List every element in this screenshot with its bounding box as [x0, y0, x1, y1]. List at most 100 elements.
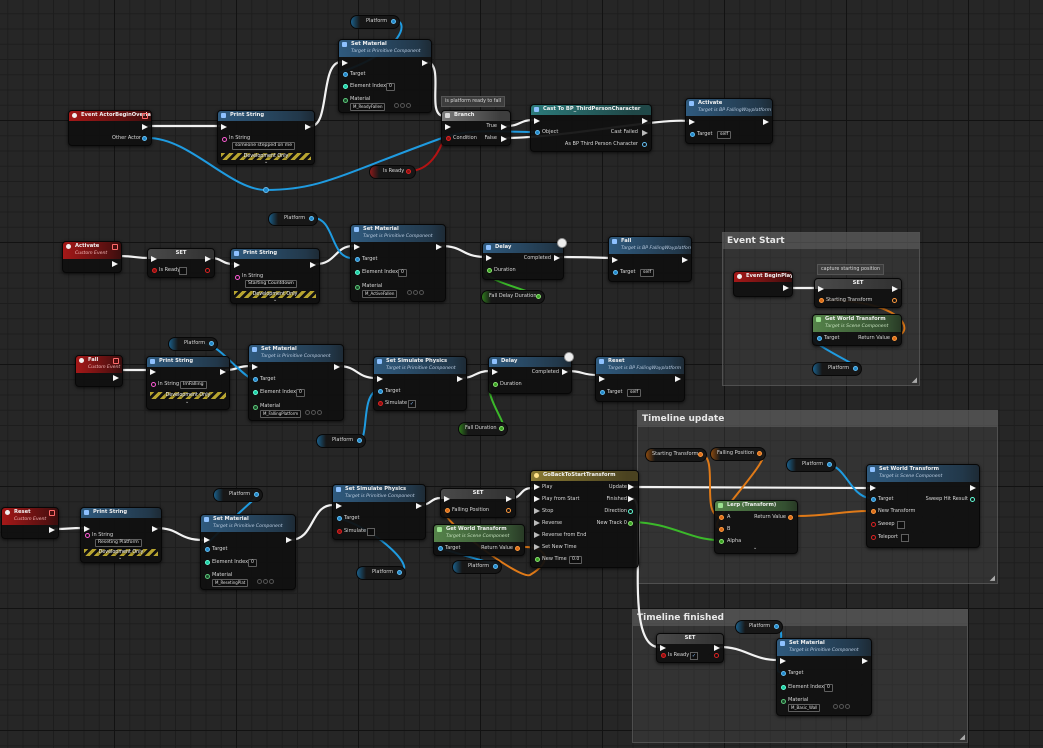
exec-out-pin[interactable]	[682, 257, 688, 263]
set-material-node[interactable]: Set Material Target is Primitive Compone…	[248, 344, 344, 421]
exec-in-pin[interactable]	[204, 537, 210, 543]
completed-exec-pin[interactable]	[554, 255, 560, 261]
platform-variable[interactable]: Platform	[812, 362, 862, 376]
exec-out-pin[interactable]	[112, 261, 118, 267]
material-pin[interactable]	[355, 285, 360, 290]
element-index-field[interactable]: 0	[398, 269, 407, 277]
event-actor-begin-overlap-node[interactable]: Event ActorBeginOverlap Other Actor	[68, 110, 152, 146]
print-string-node[interactable]: Print String In String someone stepped o…	[217, 110, 315, 165]
target-pin[interactable]	[253, 377, 258, 382]
material-dropdown[interactable]: M_ResetingPlat	[212, 579, 249, 587]
update-pin[interactable]	[628, 484, 634, 490]
exec-out-pin[interactable]	[334, 364, 340, 370]
is-ready-out-pin[interactable]	[205, 268, 210, 273]
a-pin[interactable]	[719, 515, 724, 520]
delegate-pin[interactable]	[49, 510, 55, 516]
exec-out-pin[interactable]	[416, 503, 422, 509]
target-self-field[interactable]: self	[717, 131, 732, 139]
target-pin[interactable]	[817, 336, 822, 341]
set-starting-transform-node[interactable]: SET Starting Transform	[814, 278, 902, 308]
return-value-pin[interactable]	[515, 546, 520, 551]
falling-position-variable[interactable]: Falling Position	[710, 447, 766, 461]
teleport-checkbox[interactable]	[901, 534, 909, 542]
output-pin[interactable]	[698, 452, 703, 457]
direction-pin[interactable]	[628, 509, 633, 514]
timeline-node[interactable]: GoBackToStartTransform Play Play from St…	[530, 470, 639, 568]
platform-variable[interactable]: Platform	[452, 560, 502, 574]
material-dropdown[interactable]: M_ReadyFallen	[350, 103, 386, 111]
target-self-field[interactable]: self	[627, 389, 642, 397]
exec-out-pin[interactable]	[506, 496, 512, 502]
is-ready-variable[interactable]: Is Ready	[369, 165, 416, 179]
exec-out-pin[interactable]	[113, 375, 119, 381]
duration-pin[interactable]	[487, 268, 492, 273]
set-simulate-physics-node[interactable]: Set Simulate Physics Target is Primitive…	[373, 356, 467, 411]
set-simulate-physics-node[interactable]: Set Simulate Physics Target is Primitive…	[332, 484, 426, 540]
lerp-transform-node[interactable]: Lerp (Transform) A Return Value B Alpha …	[714, 500, 798, 554]
alpha-pin[interactable]	[719, 539, 724, 544]
in-string-field[interactable]: Reseting Platform	[95, 539, 142, 547]
material-dropdown[interactable]: M_ActiveFallen	[362, 290, 398, 298]
resize-handle-icon[interactable]: ◢	[959, 733, 965, 741]
in-string-field[interactable]: ImFalling	[180, 381, 207, 389]
is-ready-pin[interactable]	[152, 268, 157, 273]
output-pin[interactable]	[757, 451, 762, 456]
target-pin[interactable]	[613, 270, 618, 275]
exec-out-pin[interactable]	[49, 527, 55, 533]
exec-in-pin[interactable]	[252, 364, 258, 370]
reset-call-node[interactable]: Reset Target is BP FallingWayplatform Ta…	[595, 356, 685, 402]
element-index-pin[interactable]	[253, 390, 258, 395]
cast-to-third-person-node[interactable]: Cast To BP_ThirdPersonCharacter Object C…	[530, 104, 652, 152]
in-string-pin[interactable]	[85, 533, 90, 538]
sweep-hit-pin[interactable]	[970, 497, 975, 502]
exec-in-pin[interactable]	[151, 256, 157, 262]
delay-node[interactable]: Delay Completed Duration	[488, 356, 572, 394]
element-index-field[interactable]: 0	[296, 389, 305, 397]
sweep-checkbox[interactable]	[897, 521, 905, 529]
target-pin[interactable]	[690, 132, 695, 137]
return-value-pin[interactable]	[788, 515, 793, 520]
output-pin[interactable]	[391, 19, 396, 24]
exec-out-pin[interactable]	[422, 60, 428, 66]
set-material-node[interactable]: Set Material Target is Primitive Compone…	[776, 638, 872, 716]
exec-out-pin[interactable]	[675, 376, 681, 382]
material-browse-icons[interactable]	[833, 704, 850, 709]
in-string-field[interactable]: Starting Countdown	[245, 280, 297, 288]
exec-out-pin[interactable]	[220, 369, 226, 375]
expand-chevron-icon[interactable]: ⌄	[753, 545, 758, 551]
exec-out-pin[interactable]	[970, 485, 976, 491]
fall-duration-variable[interactable]: Fall Duration	[458, 422, 508, 436]
b-pin[interactable]	[719, 527, 724, 532]
in-string-pin[interactable]	[235, 275, 240, 280]
delegate-pin[interactable]	[112, 244, 118, 250]
exec-in-pin[interactable]	[612, 257, 618, 263]
expand-chevron-icon[interactable]: ⌄	[264, 159, 269, 165]
material-browse-icons[interactable]	[394, 103, 411, 108]
object-pin[interactable]	[535, 130, 540, 135]
exec-out-pin[interactable]	[642, 118, 648, 124]
condition-pin[interactable]	[446, 136, 451, 141]
new-time-pin[interactable]	[535, 557, 540, 562]
exec-in-pin[interactable]	[492, 369, 498, 375]
exec-in-pin[interactable]	[354, 244, 360, 250]
return-value-pin[interactable]	[892, 336, 897, 341]
simulate-pin[interactable]	[337, 529, 342, 534]
false-exec-pin[interactable]	[501, 136, 507, 142]
exec-in-pin[interactable]	[336, 503, 342, 509]
in-string-pin[interactable]	[151, 382, 156, 387]
output-pin[interactable]	[536, 294, 541, 299]
target-pin[interactable]	[600, 390, 605, 395]
element-index-field[interactable]: 0	[824, 684, 833, 692]
is-ready-checkbox[interactable]: ✓	[690, 652, 698, 660]
set-world-transform-node[interactable]: Set World Transform Target is Scene Comp…	[866, 464, 980, 548]
target-pin[interactable]	[337, 516, 342, 521]
output-pin[interactable]	[774, 624, 779, 629]
material-dropdown[interactable]: M_Basic_Wall	[788, 704, 821, 712]
exec-in-pin[interactable]	[377, 376, 383, 382]
exec-in-pin[interactable]	[870, 485, 876, 491]
material-pin[interactable]	[343, 98, 348, 103]
as-character-pin[interactable]	[642, 142, 647, 147]
is-ready-checkbox[interactable]	[179, 267, 187, 275]
platform-variable[interactable]: Platform	[735, 620, 783, 634]
print-string-node[interactable]: Print String In String ImFalling Develop…	[146, 356, 230, 410]
